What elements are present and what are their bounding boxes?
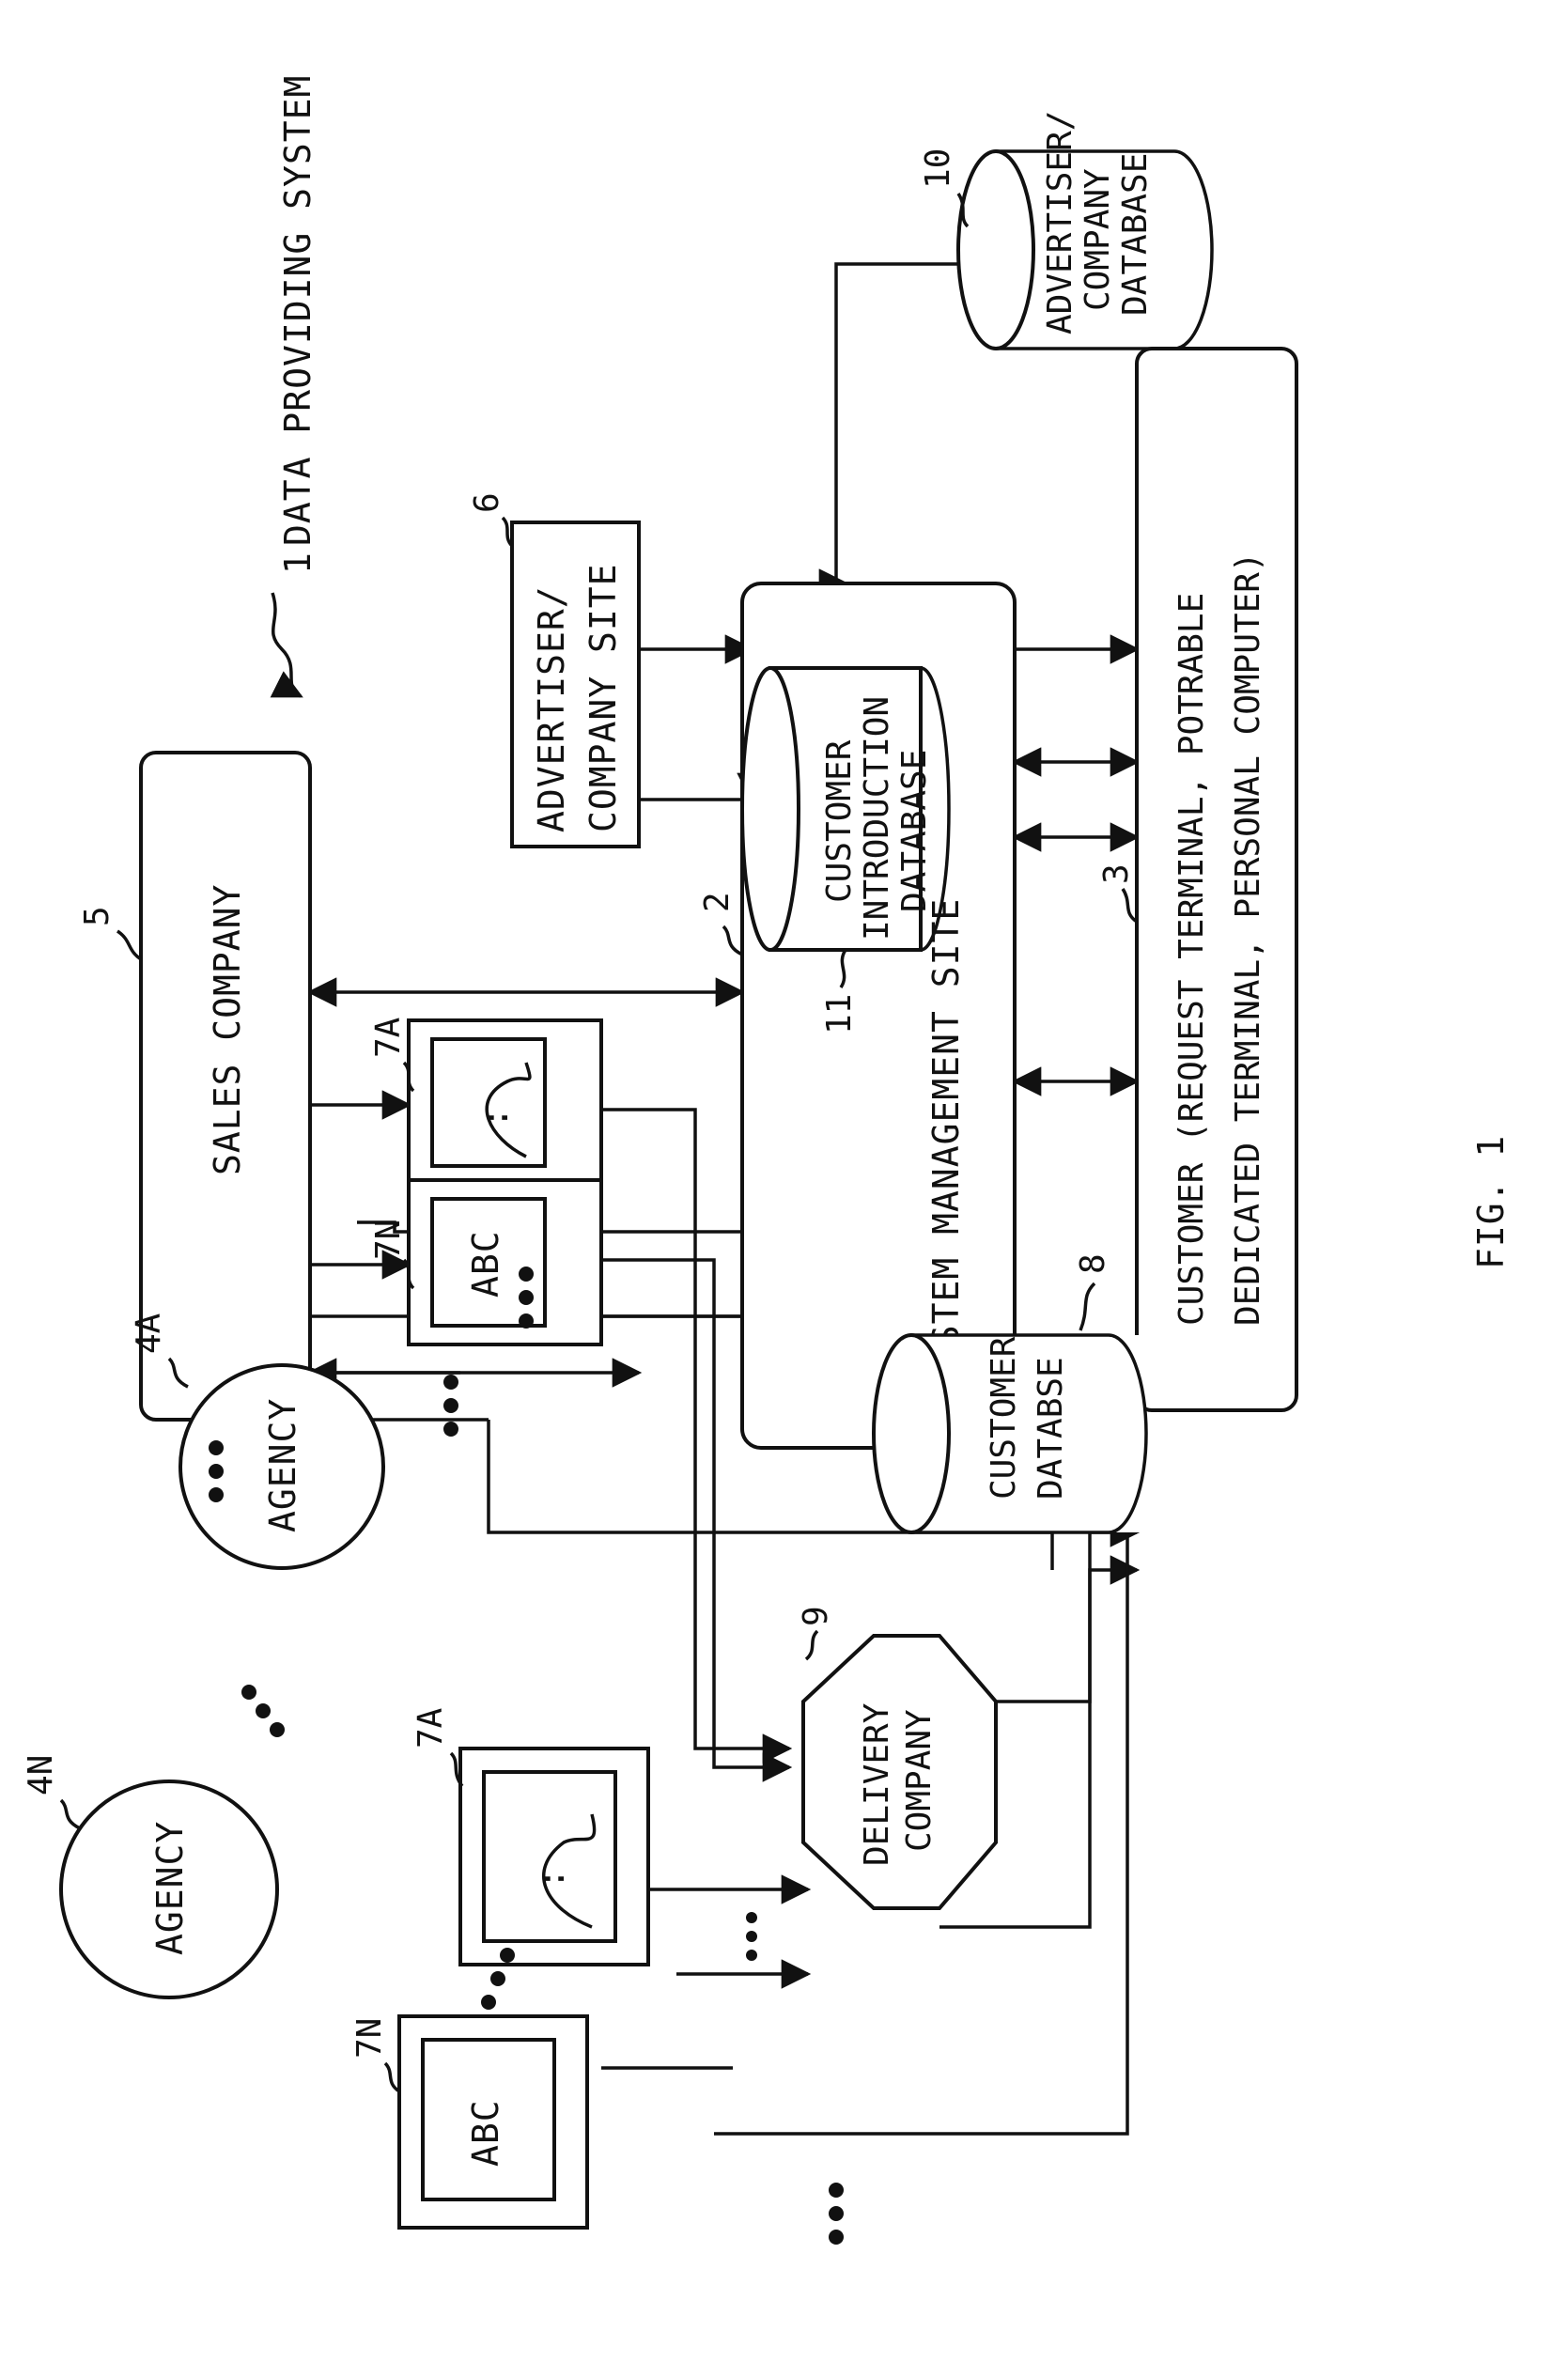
adv-db-line1: ADVERTISER/ (1041, 111, 1079, 334)
system-management-site-ref: 2 (698, 892, 737, 912)
adv-db-line3: DATABASE (1116, 153, 1155, 316)
device-7a-bottom-node: : 7A (411, 1707, 648, 1965)
device-7n-bottom-node: ABC 7N (350, 2016, 587, 2228)
customer-terminal-ref: 3 (1097, 863, 1136, 884)
customer-db-ref: 8 (1074, 1253, 1112, 1274)
device-7n-bottom-screen: ABC (465, 2099, 506, 2167)
system-label: 1 DATA PROVIDING SYSTEM (272, 75, 318, 696)
customer-terminal-line2: DEDICATED TERMINAL, PERSONAL COMPUTER) (1229, 552, 1267, 1326)
device-7a-bottom-face: : (531, 1867, 572, 1889)
device-7a-bottom-ref: 7A (411, 1707, 450, 1749)
customer-terminal-node: CUSTOMER (REQUEST TERMINAL, POTRABLE DED… (1097, 349, 1296, 1410)
delivery-company-node: DELIVERY COMPANY 9 (797, 1606, 996, 1908)
system-ref: 1 (277, 552, 318, 574)
agency-4n-node: AGENCY 4N (22, 1755, 277, 1997)
delivery-company-ref: 9 (797, 1606, 835, 1626)
device-7a-top-ref: 7A (369, 1017, 408, 1058)
advertiser-site-line2: COMPANY SITE (582, 563, 624, 832)
adv-db-line2: COMPANY (1079, 168, 1117, 311)
cidb-line3: DATABASE (895, 750, 934, 912)
customer-db-line1: CUSTOMER (985, 1336, 1023, 1500)
sales-company-node: SALES COMPANY 5 (78, 753, 310, 1420)
cidb-line2: INTRODUCTION (858, 696, 896, 940)
agency-4a-ref: 4A (130, 1313, 168, 1354)
sales-company-ref: 5 (78, 906, 116, 926)
agency-4n-label: AGENCY (149, 1821, 191, 1955)
adv-db-ref: 10 (919, 148, 957, 189)
device-7n-bottom-ref: 7N (350, 2018, 389, 2059)
system-management-site-label: SYSTEM MANAGEMENT SITE (925, 898, 967, 1391)
delivery-company-line2: COMPANY (900, 1709, 939, 1852)
system-title: DATA PROVIDING SYSTEM (277, 75, 318, 546)
advertiser-site-ref: 6 (468, 492, 506, 513)
advertiser-site-line1: ADVERTISER/ (531, 585, 572, 832)
device-7n-top-screen: ABC (465, 1230, 506, 1298)
customer-db-line2: DATABSE (1032, 1357, 1070, 1500)
advertiser-site-node: ADVERTISER/ COMPANY SITE 6 (468, 492, 639, 847)
cidb-line1: CUSTOMER (820, 739, 859, 903)
cidb-ref: 11 (820, 994, 859, 1034)
agency-4n-ref: 4N (22, 1755, 60, 1795)
delivery-company-line1: DELIVERY (858, 1702, 896, 1866)
device-7n-top-ref: 7N (369, 1220, 408, 1260)
agency-4a-label: AGENCY (262, 1398, 303, 1532)
sales-company-label: SALES COMPANY (207, 884, 248, 1175)
advertiser-db-node: ADVERTISER/ COMPANY DATABASE 10 (919, 111, 1212, 349)
device-7n-top-node: ABC 7N (369, 1180, 601, 1344)
figure-label: FIG. 1 (1470, 1135, 1512, 1269)
device-7a-top-node: : 7A (369, 1017, 601, 1185)
device-7a-top-face: : (474, 1106, 516, 1128)
customer-terminal-line1: CUSTOMER (REQUEST TERMINAL, POTRABLE (1172, 593, 1211, 1326)
